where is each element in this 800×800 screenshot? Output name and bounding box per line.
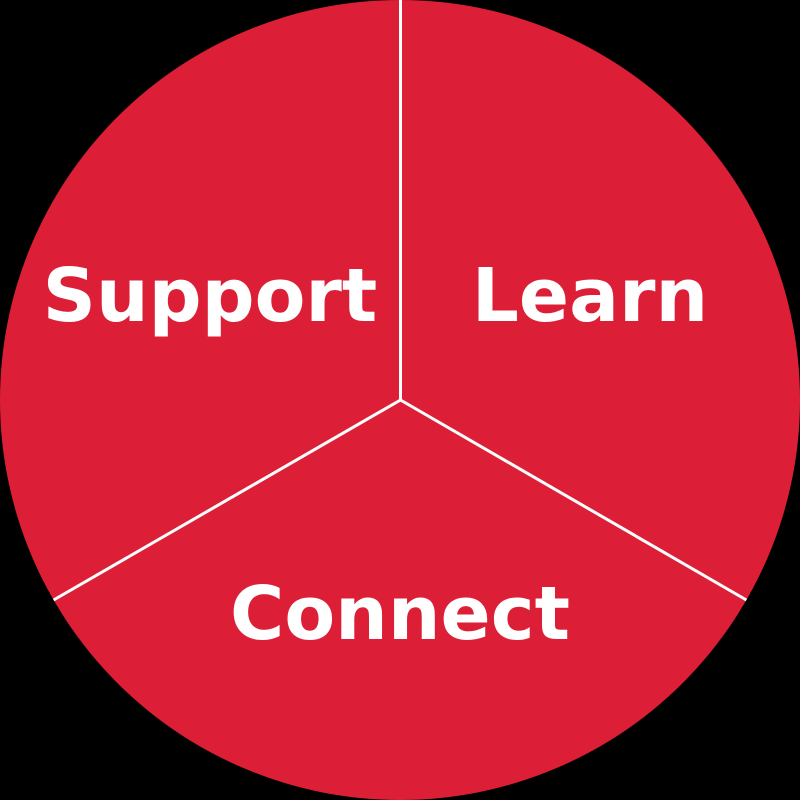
segment-label-learn: Learn — [472, 253, 708, 339]
segment-label-connect: Connect — [230, 571, 570, 657]
segment-label-support: Support — [43, 253, 378, 339]
divider-lower-left — [52, 398, 402, 602]
divider-lower-right — [399, 398, 748, 602]
segment-dividers — [52, 0, 748, 602]
